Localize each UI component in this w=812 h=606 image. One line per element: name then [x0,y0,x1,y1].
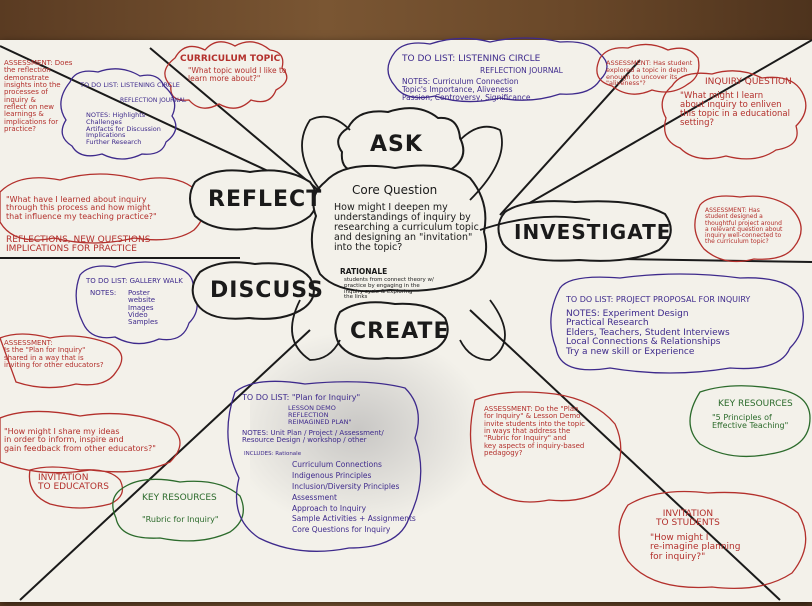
discuss-notes-label: NOTES: [90,289,117,297]
stage-investigate: INVESTIGATE [514,220,672,244]
stage-ask: ASK [370,132,423,157]
key-resources-bottom-title: KEY RESOURCES [142,493,217,503]
key-resources-bottom-text: "Rubric for Inquiry" [142,515,219,524]
todo-listening-item: REFLECTION JOURNAL [480,66,563,75]
discuss-todo-title: TO DO LIST: GALLERY WALK [86,277,183,285]
curriculum-topic-title: CURRICULUM TOPIC [180,54,281,64]
reflect-todo-item: REFLECTION JOURNAL [120,97,187,104]
create-todo-notes: NOTES: Unit Plan / Project / Assessment/… [242,429,384,445]
rationale-label: RATIONALE [340,267,388,276]
create-todo-title: TO DO LIST: "Plan for Inquiry" [242,393,361,402]
investigate-todo-title: TO DO LIST: PROJECT PROPOSAL FOR INQUIRY [566,295,751,304]
inquiry-question-title: INQUIRY QUESTION [705,77,792,87]
reflect-todo-title: TO DO LIST: LISTENING CIRCLE [80,81,180,89]
stage-discuss: DISCUSS [210,278,325,303]
shadow [250,330,490,530]
rationale-text: students from connect theory w/practice … [344,277,434,301]
key-resources-right-title: KEY RESOURCES [718,399,793,409]
stage-reflect: REFLECT [208,187,323,212]
core-question-heading: Core Question [352,183,438,197]
stage-create: CREATE [350,319,450,344]
todo-listening-title: TO DO LIST: LISTENING CIRCLE [402,54,541,64]
create-includes-label: INCLUDES: Rationale [244,451,302,457]
discuss-assessment: ASSESSMENT:Is the "Plan for Inquiry"shar… [4,339,104,370]
